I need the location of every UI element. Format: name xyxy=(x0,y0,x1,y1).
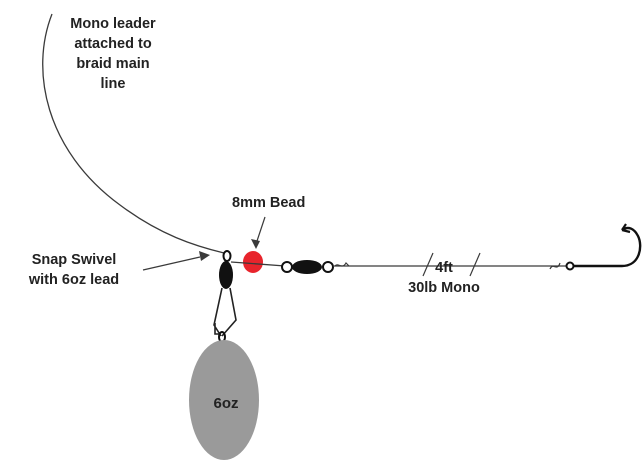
break-mark-left xyxy=(422,252,434,277)
mono-length-label-line-2: 30lb Mono xyxy=(408,280,480,296)
mono-length-label-line-1: 4ft xyxy=(435,260,453,276)
snap-swivel-label: Snap Swivel with 6oz lead xyxy=(4,250,144,290)
swivel-top-ring xyxy=(222,250,232,262)
mono-leader-label-line-2: attached to xyxy=(74,36,152,52)
mono-leader-label: Mono leader attached to braid main line xyxy=(47,14,179,94)
snap-swivel-label-line-2: with 6oz lead xyxy=(28,272,120,288)
mono-length-label: 4ft 30lb Mono xyxy=(388,258,500,298)
snap-swivel-arrowhead xyxy=(199,251,210,261)
braid-main-line xyxy=(42,13,225,254)
mono-leader-label-line-3: braid main xyxy=(76,56,150,72)
mono-leader-label-line-4: line xyxy=(100,76,126,92)
barrel-swivel-ring-left xyxy=(281,261,293,273)
hook-barb xyxy=(621,223,631,234)
snap-swivel-body xyxy=(219,261,233,289)
line-to-swivel xyxy=(230,261,286,267)
hook-eye xyxy=(565,261,575,271)
snap-wire xyxy=(213,287,237,337)
snap-swivel-label-line-1: Snap Swivel xyxy=(31,252,117,268)
weight-label: 6oz xyxy=(213,395,239,412)
fish-hook xyxy=(574,226,642,268)
bead-arrow xyxy=(255,216,266,245)
red-bead xyxy=(243,251,263,273)
knot-hook xyxy=(549,262,561,270)
bead-label: 8mm Bead xyxy=(232,195,306,211)
break-mark-right xyxy=(469,252,481,277)
mono-leader-label-line-1: Mono leader xyxy=(70,16,156,32)
barrel-swivel-ring-right xyxy=(322,261,334,273)
bead-arrowhead xyxy=(251,239,260,249)
barrel-swivel-body xyxy=(292,260,322,274)
snap-swivel-arrow xyxy=(142,256,201,271)
lead-weight xyxy=(189,340,259,460)
